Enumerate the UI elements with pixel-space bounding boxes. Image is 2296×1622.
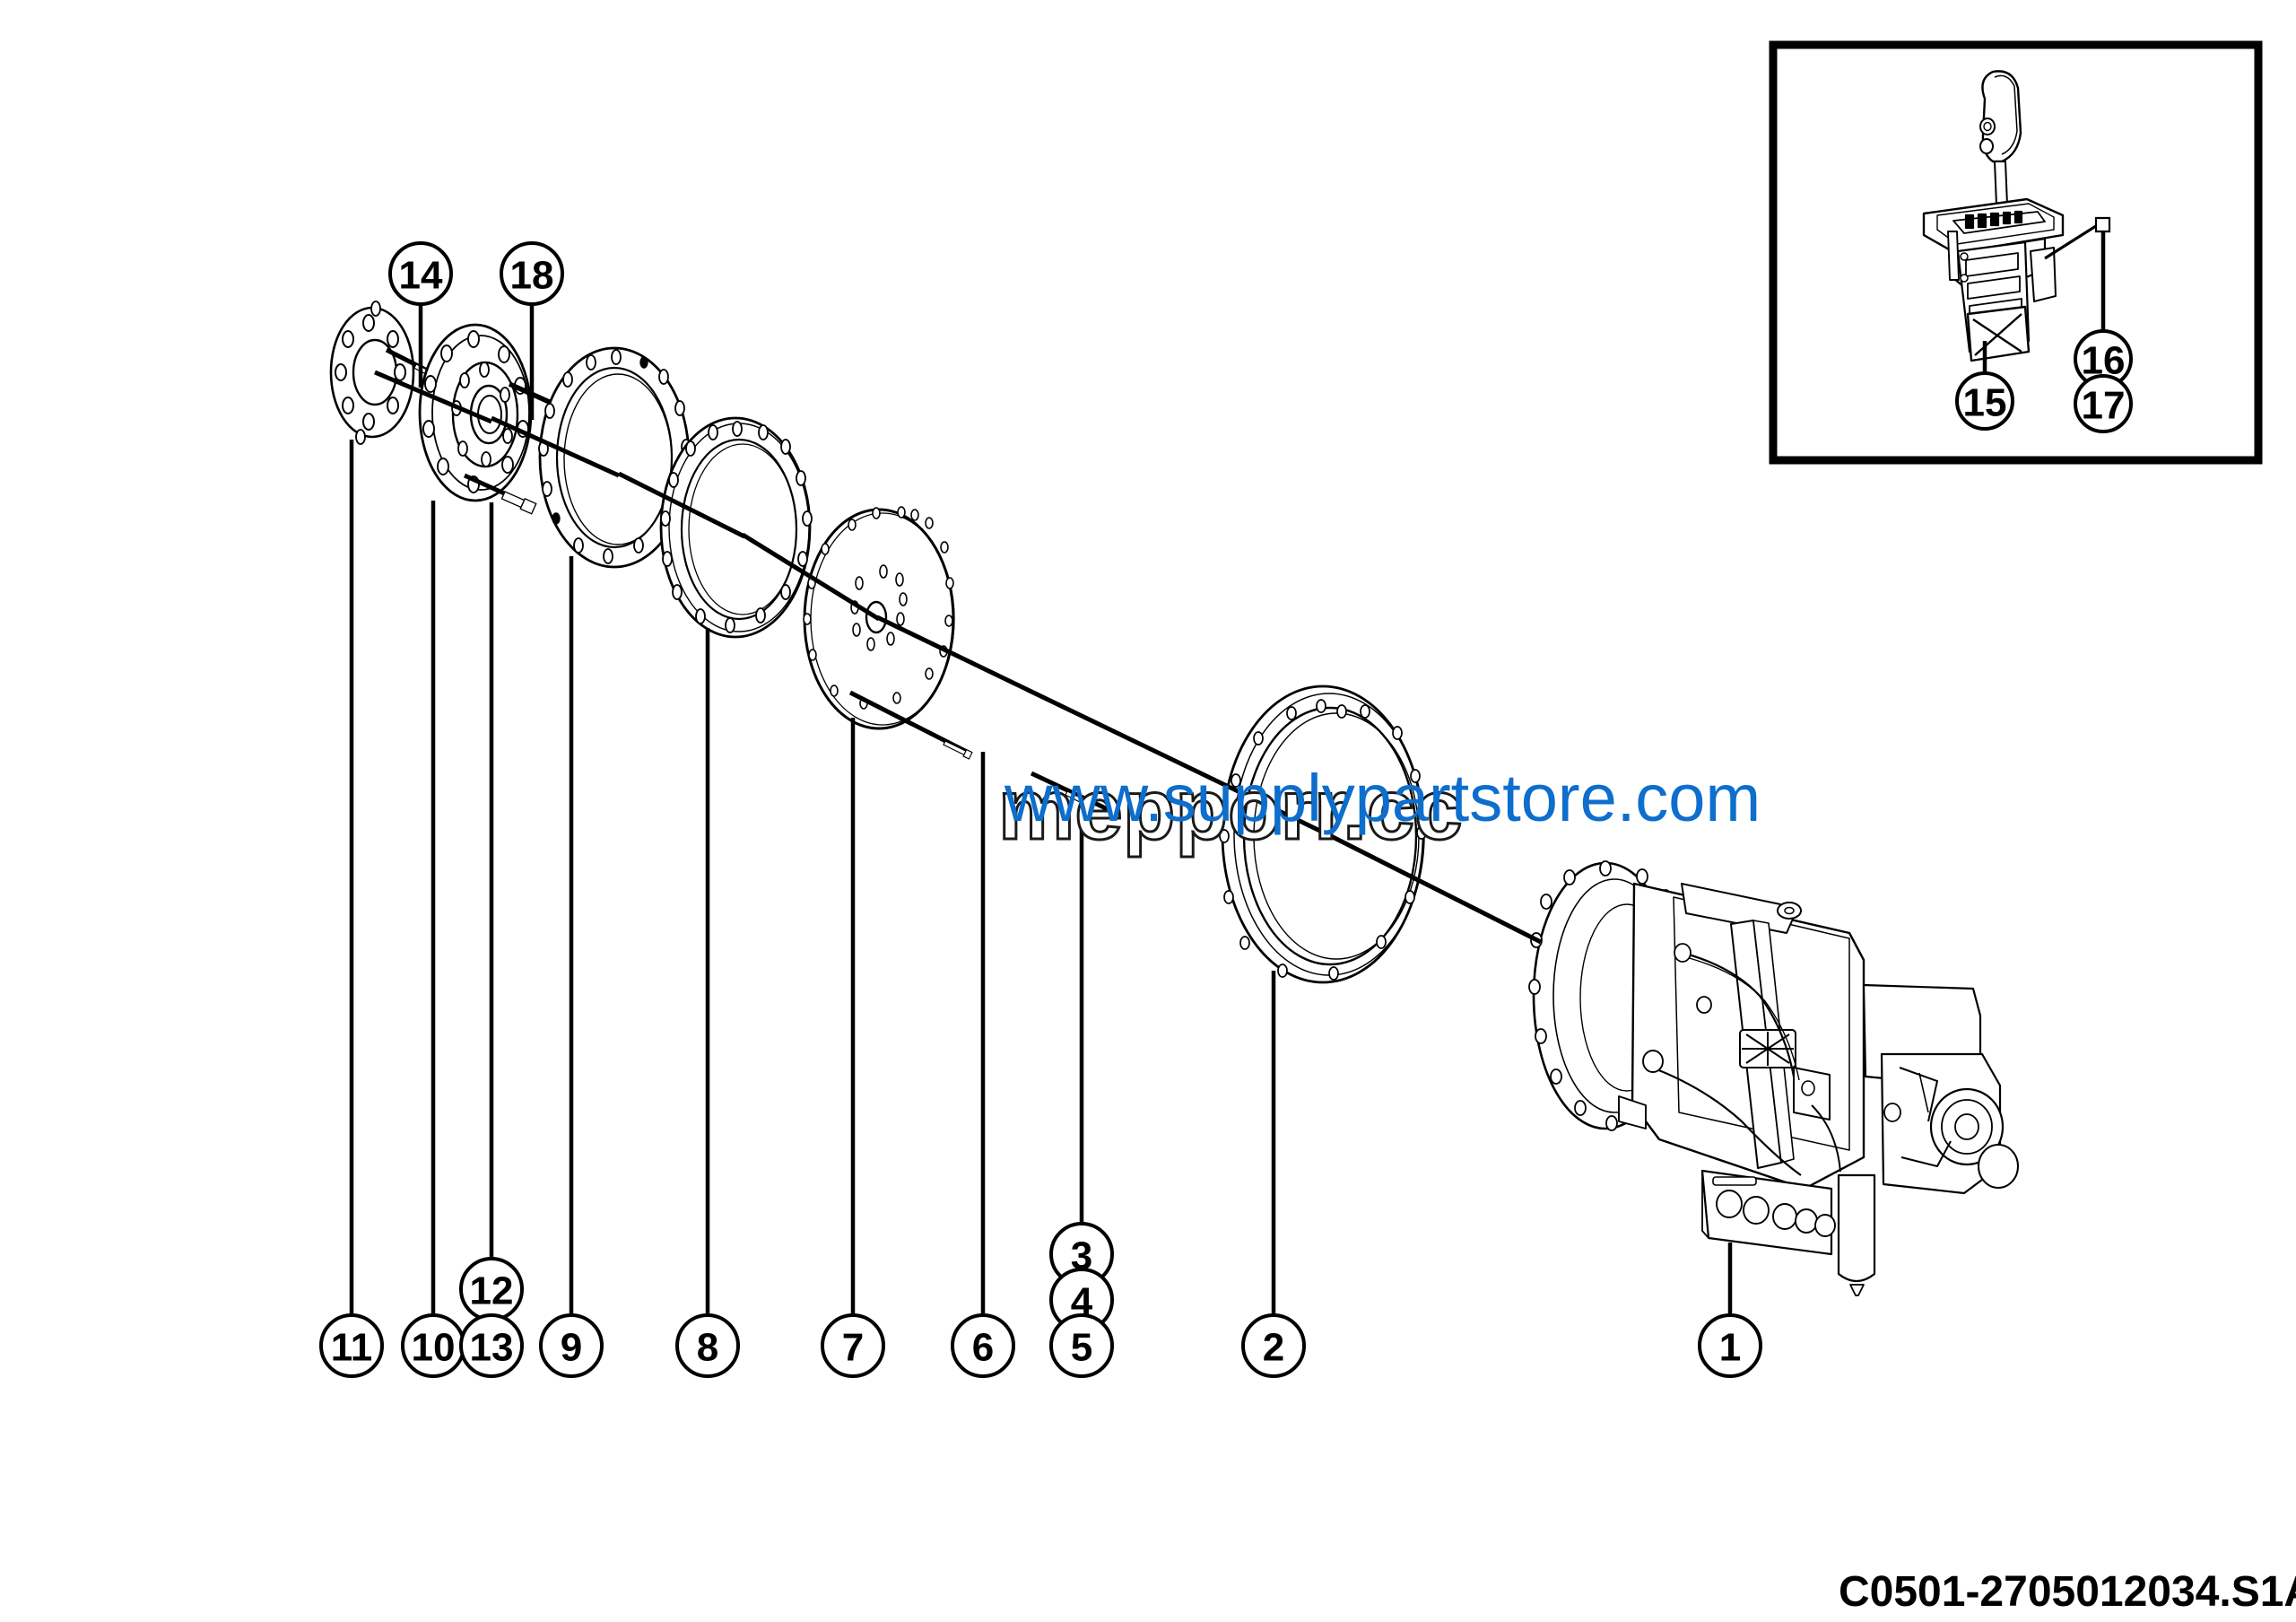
callout-15[interactable]: 15: [1955, 371, 2014, 431]
part-3-4-5-adapter-bolts: [1030, 771, 1109, 812]
part-8-drive-ring-inner: [659, 416, 813, 639]
main-callout-bubbles: 11 10 12 13 9 8: [319, 1222, 1762, 1378]
part-10-flex-disc-hub: [418, 323, 533, 502]
callout-6-label: 6: [972, 1326, 994, 1370]
callout-10[interactable]: 10: [401, 1313, 465, 1378]
callout-14-label: 14: [399, 254, 443, 298]
part-16-17-shifter-mounting-screw: [2044, 216, 2111, 260]
callout-9-label: 9: [561, 1326, 582, 1370]
callout-9[interactable]: 9: [539, 1313, 604, 1378]
callout-8[interactable]: 8: [675, 1313, 740, 1378]
part-6-flex-plate-bolt: [848, 690, 973, 760]
callout-12-label: 12: [470, 1269, 514, 1313]
watermark-group: mepporr.cc www.supplypartstore.com: [997, 761, 1761, 859]
part-12-13-hub-bolt: [463, 473, 537, 515]
top-callout-bubbles: 14 18: [388, 241, 564, 306]
callout-17[interactable]: 17: [2074, 374, 2133, 433]
explode-axis-lines: [374, 370, 1543, 945]
diagram-part-code: C0501-2705012034.S1A: [1839, 1568, 2296, 1616]
callout-16[interactable]: 16: [2074, 329, 2133, 388]
callout-11[interactable]: 11: [319, 1313, 384, 1378]
callout-2-label: 2: [1263, 1326, 1284, 1370]
callout-1-label: 1: [1719, 1326, 1741, 1370]
part-11-companion-flange-plate: [329, 301, 415, 445]
watermark-mepporr: mepporr.cc: [998, 762, 1463, 858]
callout-7[interactable]: 7: [821, 1313, 885, 1378]
top-callout-leaders: [418, 305, 535, 420]
callout-12[interactable]: 12: [459, 1257, 524, 1321]
callout-11-label: 11: [331, 1326, 373, 1370]
callout-18[interactable]: 18: [500, 241, 564, 306]
callout-18-label: 18: [510, 254, 554, 298]
part-9-drive-ring-outer: [538, 346, 691, 569]
bottom-callout-leaders: [349, 440, 1733, 1314]
shifter-inset-panel: 15 16 17: [1769, 40, 2263, 465]
part-15-gear-shifter-assembly: [1922, 70, 2065, 362]
part-1-automatic-transmission-assembly: [1528, 860, 2019, 1296]
callout-10-label: 10: [412, 1326, 456, 1370]
callout-13-label: 13: [470, 1326, 514, 1370]
callout-5-label: 5: [1071, 1326, 1092, 1370]
callout-7-label: 7: [842, 1326, 864, 1370]
callout-14[interactable]: 14: [388, 241, 453, 306]
callout-17-label: 17: [2082, 384, 2126, 428]
callout-6[interactable]: 6: [951, 1313, 1015, 1378]
watermark-supplypartstore: www.supplypartstore.com: [1004, 761, 1761, 835]
callout-2[interactable]: 2: [1241, 1313, 1306, 1378]
inset-callout-leaders: [1982, 231, 2106, 372]
callout-15-label: 15: [1963, 381, 2007, 425]
callout-8-label: 8: [697, 1326, 718, 1370]
callout-13[interactable]: 13: [459, 1313, 524, 1378]
callout-5[interactable]: 5: [1049, 1313, 1114, 1378]
callout-1[interactable]: 1: [1698, 1313, 1762, 1378]
